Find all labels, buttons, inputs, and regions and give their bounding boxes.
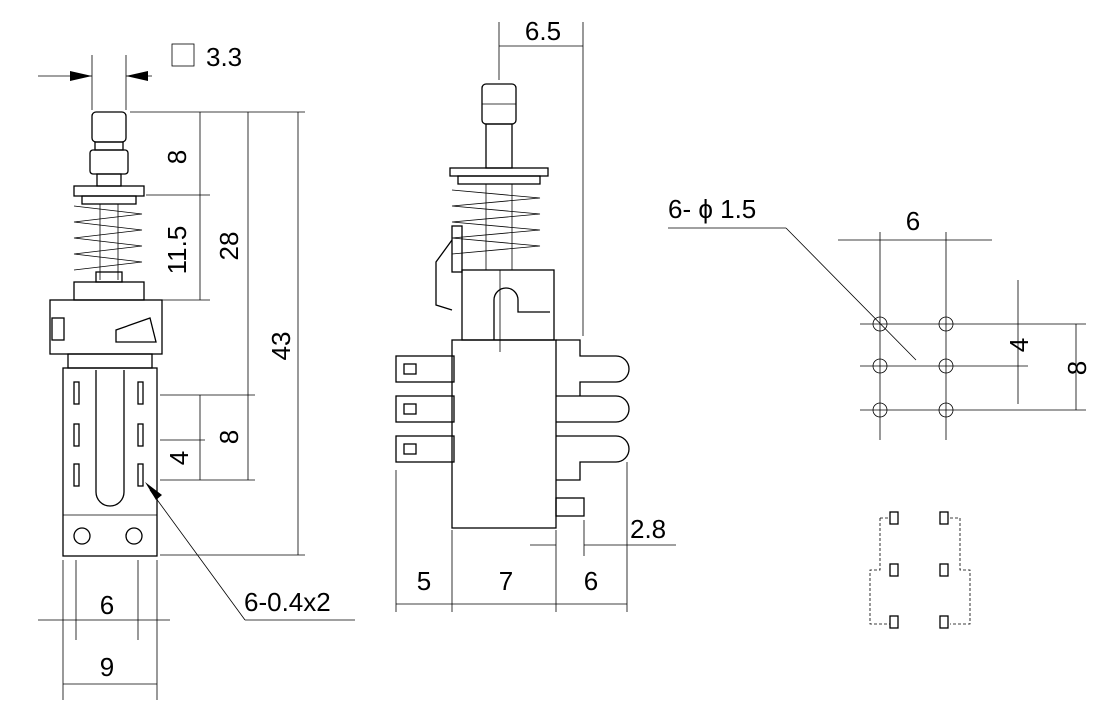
column-pitch-label: 6 — [906, 206, 920, 236]
stem-size-label: 3.3 — [206, 42, 242, 72]
front-view: 6.5 5 7 6 2.8 — [395, 16, 676, 612]
total-height-label: 43 — [266, 332, 296, 361]
right-terminal-label: 6 — [584, 566, 598, 596]
row-pitch-label: 4 — [1004, 338, 1034, 352]
total-pitch-label: 8 — [1062, 361, 1092, 375]
body-depth-label: 7 — [499, 566, 513, 596]
mount-hole-pitch-label: 6 — [100, 590, 114, 620]
stem-height-label: 8 — [162, 150, 192, 164]
hole-spec-label: 6- ϕ 1.5 — [668, 194, 756, 224]
terminal-spec-label: 6-0.4x2 — [244, 587, 331, 617]
footprint — [869, 511, 971, 629]
stem-offset-label: 6.5 — [525, 16, 561, 46]
side-view: 3.3 8 11.5 28 43 8 4 6 9 6-0.4x2 — [38, 42, 355, 700]
tab-width-label: 2.8 — [630, 514, 666, 544]
body-width-label: 9 — [100, 652, 114, 682]
pcb-layout: 6- ϕ 1.5 6 4 8 — [668, 194, 1092, 440]
terminal-pitch-total-label: 8 — [214, 430, 244, 444]
upper-height-label: 28 — [214, 232, 244, 261]
left-terminal-label: 5 — [417, 566, 431, 596]
terminal-pitch-label: 4 — [164, 451, 194, 465]
spring-height-label: 11.5 — [162, 226, 192, 275]
